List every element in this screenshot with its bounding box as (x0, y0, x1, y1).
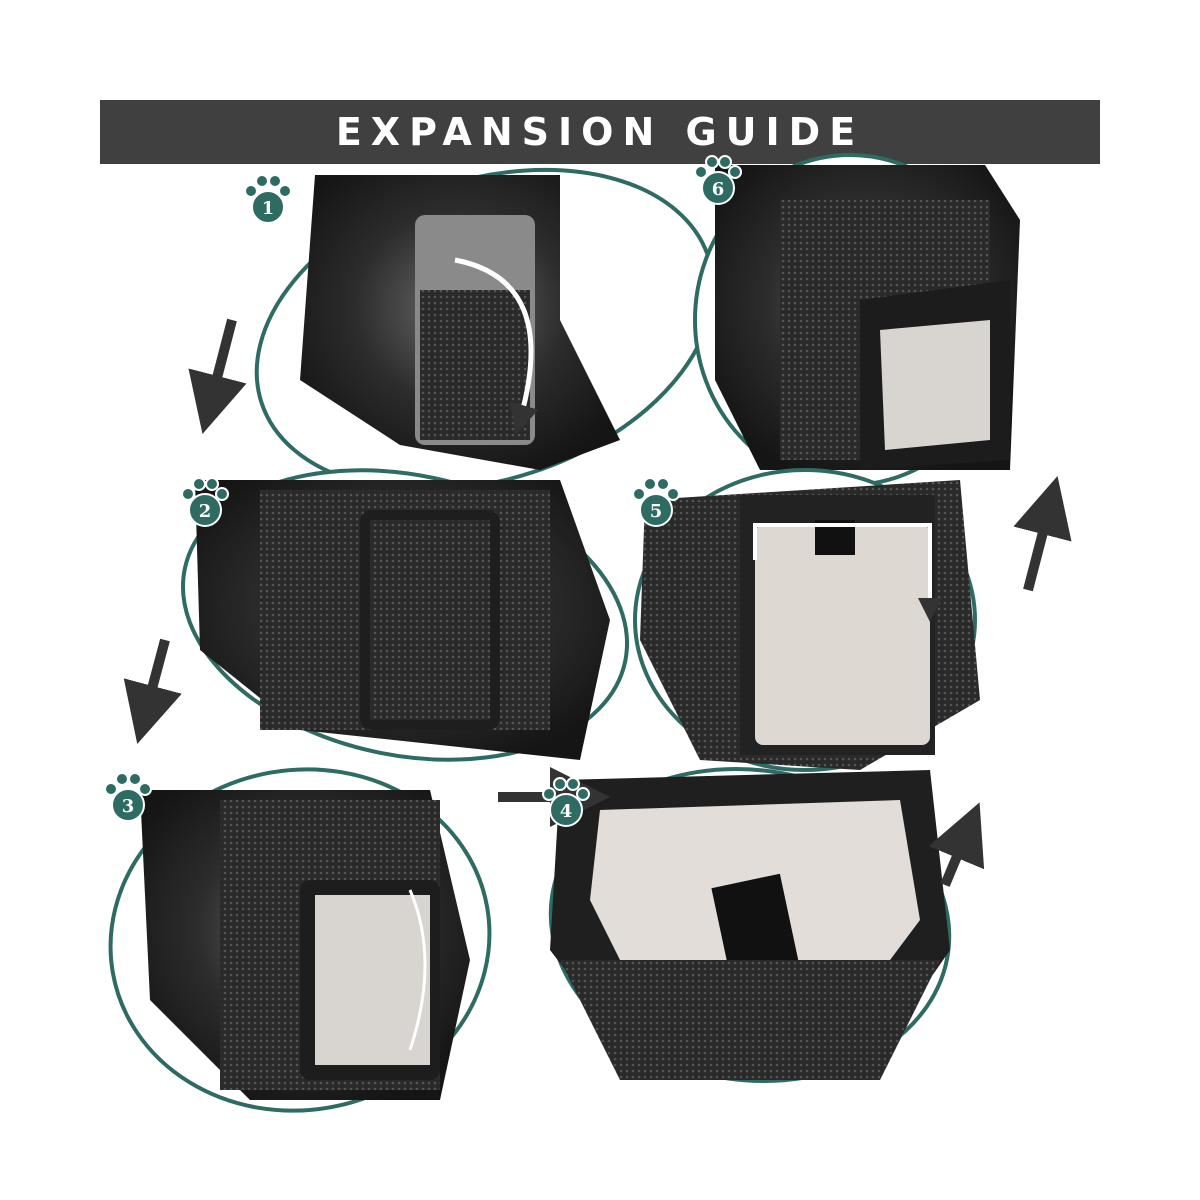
arrow-2-to-3 (123, 638, 182, 744)
step-5-number: 5 (650, 501, 663, 522)
step-2-number: 2 (199, 501, 212, 522)
step-3-number: 3 (122, 796, 135, 817)
step-2-photo (181, 468, 629, 762)
step-1-number: 1 (262, 198, 275, 219)
step-6-photo (693, 153, 1020, 487)
step-1-photo (254, 167, 716, 493)
paw-badge-4-icon (542, 777, 590, 827)
arrow-5-to-6 (1013, 475, 1072, 592)
paw-badge-1-icon (244, 174, 292, 224)
step-5-photo (633, 468, 980, 772)
paw-badge-6-icon (694, 155, 742, 205)
step-4-photo (548, 767, 952, 1083)
paw-badge-2-icon (181, 477, 229, 527)
paw-badge-3-icon (104, 772, 152, 822)
title-text: EXPANSION GUIDE (335, 110, 865, 154)
arrow-1-to-2 (188, 318, 247, 435)
step-6-number: 6 (712, 179, 725, 200)
step-4-number: 4 (560, 801, 573, 822)
paw-badge-5-icon (632, 477, 680, 527)
step-3-photo (108, 767, 492, 1113)
title-banner: EXPANSION GUIDE (100, 100, 1100, 164)
arrow-4-to-5 (928, 802, 985, 887)
